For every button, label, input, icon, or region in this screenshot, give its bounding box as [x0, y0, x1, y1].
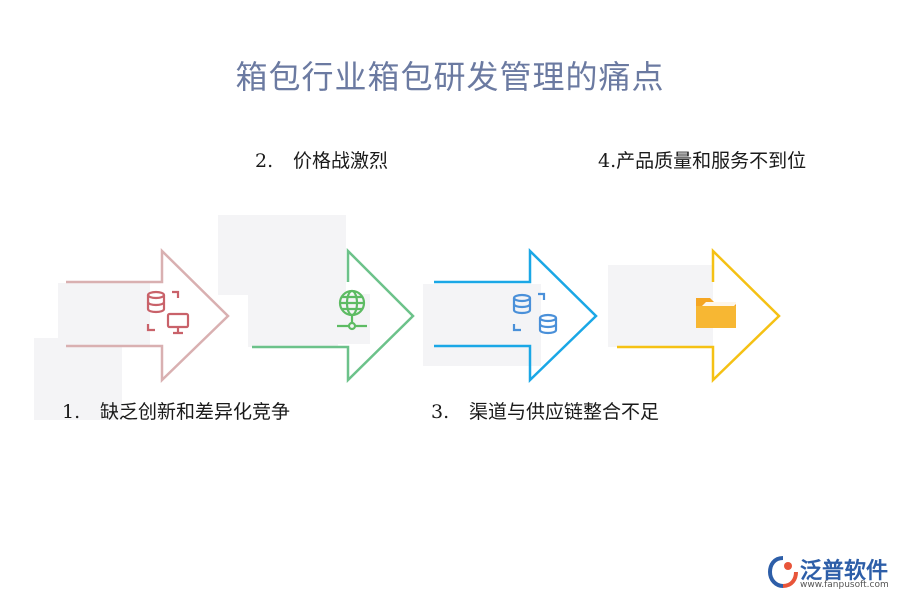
database-sync-icon [512, 292, 558, 335]
arrow-step-4-outline [617, 248, 781, 383]
step-label-3: 3.渠道与供应链整合不足 [431, 401, 660, 423]
background-block [423, 284, 541, 366]
folder-icon [696, 298, 738, 328]
background-block [58, 283, 150, 345]
page-title: 箱包行业箱包研发管理的痛点 [235, 58, 665, 96]
step-label-1: 1.缺乏创新和差异化竞争 [62, 401, 291, 423]
background-block [218, 215, 346, 295]
arrow-step-2-outline [252, 247, 415, 383]
brand-logo: 泛普软件 www.fanpusoft.com [766, 552, 892, 596]
logo-url: www.fanpusoft.com [800, 580, 889, 590]
step-label-4: 4.产品质量和服务不到位 [598, 150, 807, 172]
logo-brand-name: 泛普软件 [800, 559, 889, 584]
database-monitor-icon [146, 290, 190, 335]
background-block [34, 338, 122, 420]
background-block [608, 265, 713, 347]
arrow-step-3-outline [434, 248, 598, 383]
globe-network-icon [337, 289, 367, 331]
arrow-step-1-outline [66, 248, 230, 383]
logo-icon [768, 556, 798, 588]
step-label-2: 2.价格战激烈 [255, 150, 389, 172]
